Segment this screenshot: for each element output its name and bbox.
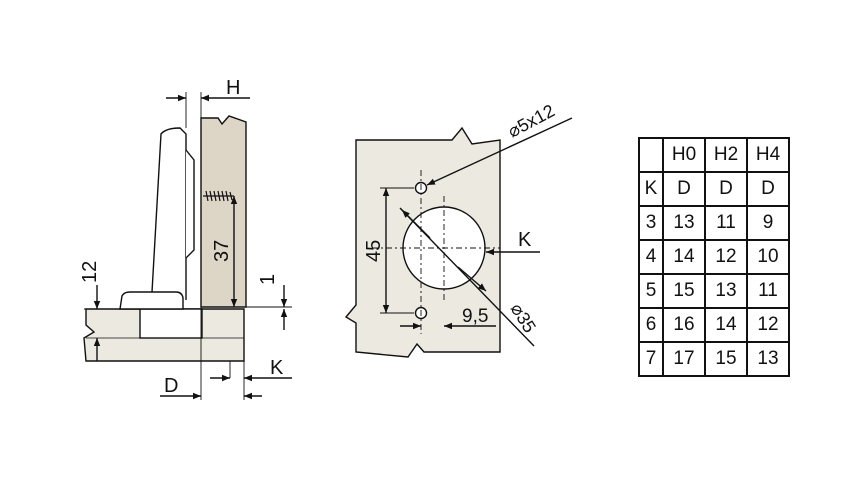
table-cell: 14 <box>704 307 748 343</box>
table-cell: 9 <box>746 205 790 241</box>
side-view <box>83 92 292 400</box>
hinge-cup <box>139 308 203 339</box>
table-cell: 16 <box>662 307 706 343</box>
dim-9-5-label: 9,5 <box>462 306 488 327</box>
table-cell: 12 <box>746 307 790 343</box>
dim-hole-label: ⌀5x12 <box>504 100 557 141</box>
table-cell: 13 <box>662 205 706 241</box>
table-cell: 13 <box>746 341 790 377</box>
table-d-header: D <box>704 171 748 207</box>
table-header-h2: H2 <box>704 137 748 173</box>
table-k-header: K <box>638 171 664 207</box>
table-cell-k: 7 <box>638 341 664 377</box>
table-row: 6 16 14 12 <box>638 307 790 343</box>
table-row: 3 13 11 9 <box>638 205 790 241</box>
dim-k-label: K <box>270 357 284 379</box>
table-header-row: H0 H2 H4 <box>638 137 790 173</box>
table-row: 7 17 15 13 <box>638 341 790 377</box>
table-corner <box>638 137 664 173</box>
table-row: 4 14 12 10 <box>638 239 790 275</box>
table-cell: 12 <box>704 239 748 275</box>
dim-45-label: 45 <box>363 240 385 262</box>
hinge-arm <box>151 127 187 300</box>
table-cell: 10 <box>746 239 790 275</box>
table-cell: 17 <box>662 341 706 377</box>
screw-icon <box>203 190 234 202</box>
dim-12-label: 12 <box>79 261 101 283</box>
side-view-labels: H 37 12 1 D K <box>79 77 284 397</box>
table-cell: 15 <box>662 273 706 309</box>
dim-1-label: 1 <box>257 274 279 285</box>
dim-h-label: H <box>226 77 240 99</box>
door-panel <box>200 115 247 308</box>
table-cell: 13 <box>704 273 748 309</box>
table-cell: 11 <box>704 205 748 241</box>
table-d-header: D <box>662 171 706 207</box>
table-cell: 15 <box>704 341 748 377</box>
hinge-base <box>119 291 184 310</box>
table-cell: 11 <box>746 273 790 309</box>
table-cell-k: 6 <box>638 307 664 343</box>
table-d-header: D <box>746 171 790 207</box>
table-cell-k: 3 <box>638 205 664 241</box>
dim-cup-label: ⌀35 <box>507 300 540 337</box>
dim-37-label: 37 <box>211 240 233 262</box>
table-subheader-row: K D D D <box>638 171 790 207</box>
mounting-plate-view <box>344 117 573 358</box>
overlay-table: H0 H2 H4 K D D D 3 13 11 9 4 14 12 10 5 … <box>638 137 790 377</box>
table-header-h0: H0 <box>662 137 706 173</box>
table-cell-k: 5 <box>638 273 664 309</box>
table-cell-k: 4 <box>638 239 664 275</box>
dim-d-label: D <box>164 375 178 397</box>
table-cell: 14 <box>662 239 706 275</box>
table-header-h4: H4 <box>746 137 790 173</box>
dim-k-plate-label: K <box>518 229 532 251</box>
table-row: 5 15 13 11 <box>638 273 790 309</box>
